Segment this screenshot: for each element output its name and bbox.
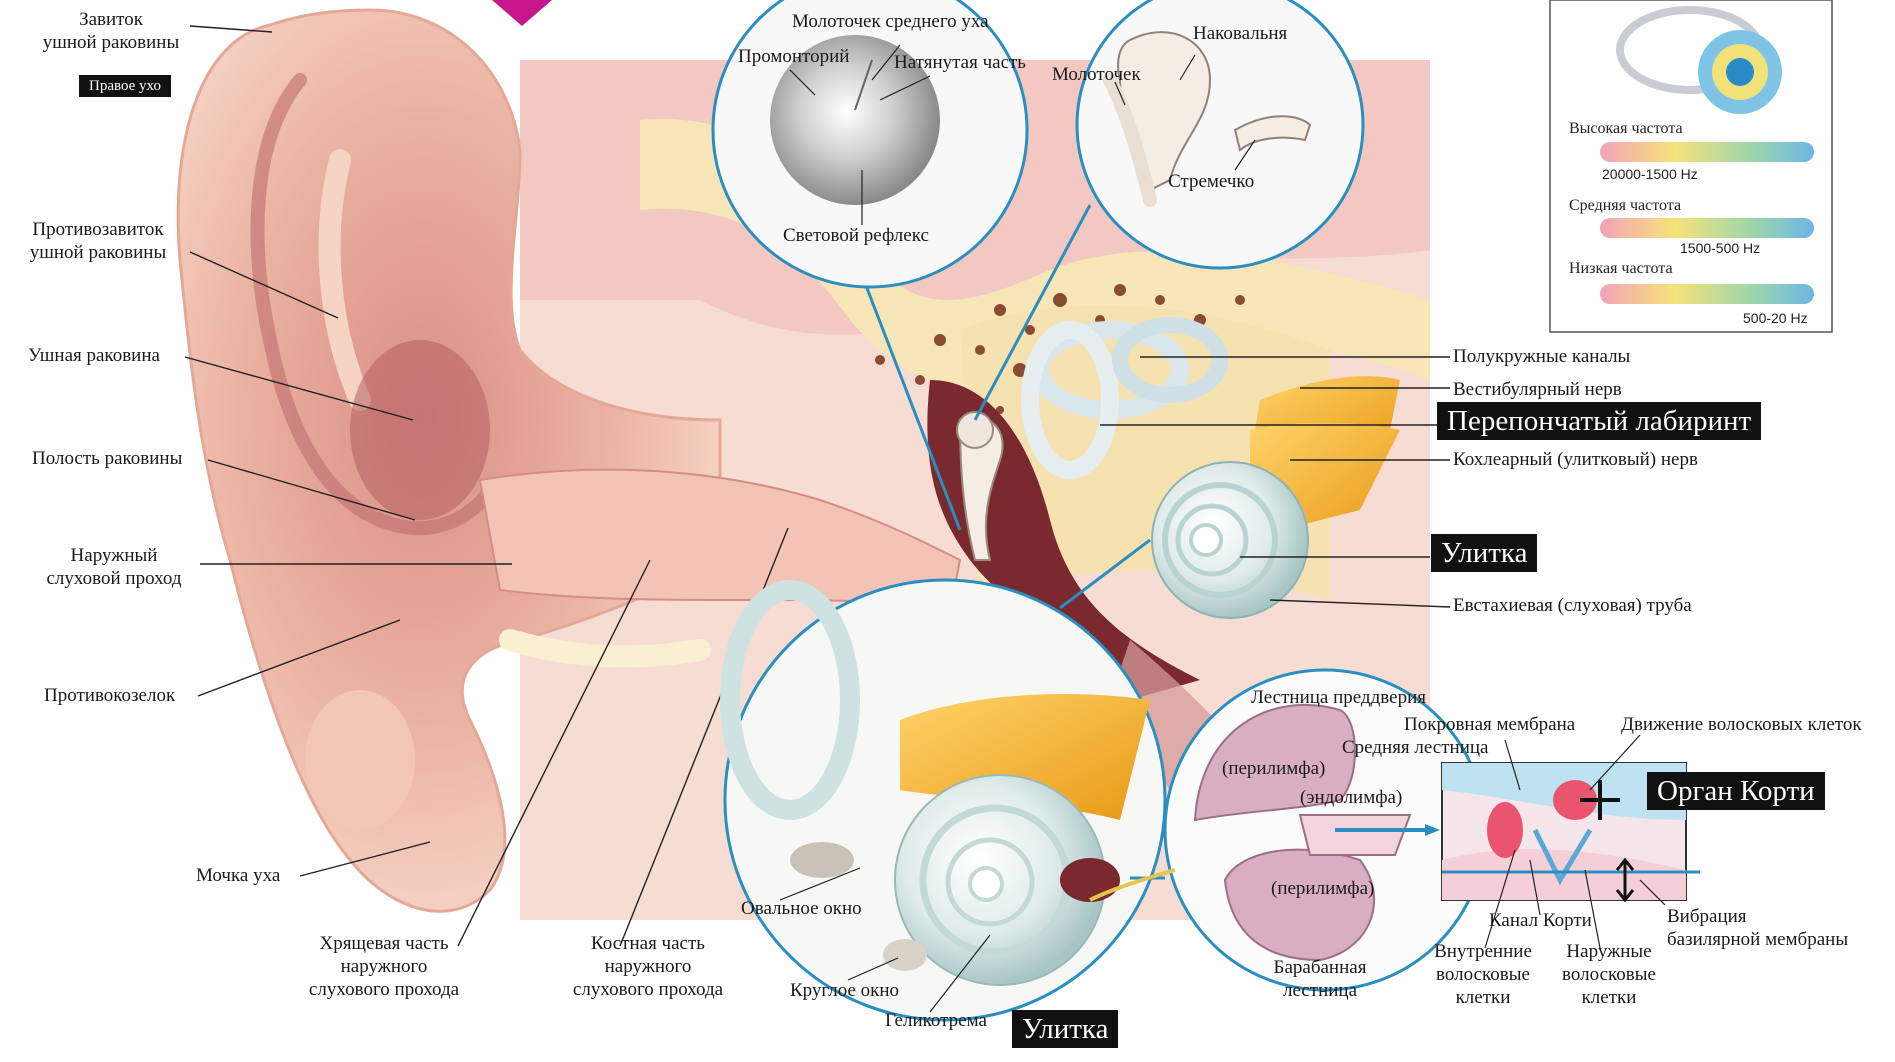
freq-high-label: Высокая частота <box>1569 120 1683 138</box>
label-pars-tensa: Натянутая часть <box>894 51 1026 74</box>
freq-low-range: 500-20 Hz <box>1743 310 1808 326</box>
label-malleus: Молоточек <box>1052 63 1141 86</box>
label-basilar-vibration: Вибрация базилярной мембраны <box>1667 905 1848 951</box>
label-eustachian-tube: Евстахиевая (слуховая) труба <box>1453 594 1692 617</box>
label-helicotrema: Геликотрема <box>885 1009 987 1032</box>
label-cochlear-nerve: Кохлеарный (улитковый) нерв <box>1453 448 1698 471</box>
label-cartilaginous-part: Хрящевая часть наружного слухового прохо… <box>284 932 484 1001</box>
label-antitragus: Противокозелок <box>44 684 175 707</box>
label-tectorial-membrane: Покровная мембрана <box>1404 713 1575 736</box>
label-oval-window: Овальное окно <box>741 897 862 920</box>
label-scala-tympani: Барабанная лестница <box>1250 956 1390 1002</box>
box-organ-of-corti: Орган Корти <box>1647 772 1825 810</box>
label-endolymph: (эндолимфа) <box>1300 786 1402 809</box>
label-external-canal: Наружный слуховой проход <box>24 544 204 590</box>
freq-high-range: 20000-1500 Hz <box>1602 166 1698 182</box>
label-incus: Наковальня <box>1193 22 1287 45</box>
label-antihelix: Противозавиток ушной раковины <box>8 218 188 264</box>
box-membranous-labyrinth: Перепончатый лабиринт <box>1437 402 1761 440</box>
label-outer-hair-cells: Наружные волосковые клетки <box>1546 940 1672 1009</box>
label-stapes: Стремечко <box>1168 170 1254 193</box>
label-semicircular-canals: Полукружные каналы <box>1453 345 1630 368</box>
label-concha: Полость раковины <box>32 447 182 470</box>
label-perilymph-top: (перилимфа) <box>1222 757 1325 780</box>
label-vestibular-nerve: Вестибулярный нерв <box>1453 378 1622 401</box>
low-band <box>1600 284 1814 304</box>
label-lobule: Мочка уха <box>196 864 280 887</box>
box-cochlea-top: Улитка <box>1431 534 1537 572</box>
label-auricle: Ушная раковина <box>28 344 160 367</box>
label-scala-vestibuli: Лестница преддверия <box>1251 686 1426 709</box>
freq-mid-label: Средняя частота <box>1569 197 1681 215</box>
label-malleus-mid: Молоточек среднего уха <box>792 10 989 33</box>
label-inner-hair-cells: Внутренние волосковые клетки <box>1418 940 1548 1009</box>
box-cochlea-bottom: Улитка <box>1012 1010 1118 1048</box>
freq-low-label: Низкая частота <box>1569 260 1673 278</box>
mid-band <box>1600 218 1814 238</box>
freq-mid-range: 1500-500 Hz <box>1680 240 1760 256</box>
label-scala-media: Средняя лестница <box>1342 736 1488 759</box>
label-light-reflex: Световой рефлекс <box>783 224 929 247</box>
label-perilymph-bottom: (перилимфа) <box>1271 877 1374 900</box>
label-promontory: Промонторий <box>738 45 849 68</box>
label-helix: Завиток ушной раковины <box>26 8 196 54</box>
label-round-window: Круглое окно <box>790 979 899 1002</box>
label-hair-cell-motion: Движение волосковых клеток <box>1621 713 1862 736</box>
label-corti-canal: Канал Корти <box>1489 909 1592 932</box>
high-band <box>1600 142 1814 162</box>
accent-marker <box>492 0 552 26</box>
label-bony-part: Костная часть наружного слухового проход… <box>548 932 748 1001</box>
side-badge: Правое ухо <box>79 75 171 97</box>
